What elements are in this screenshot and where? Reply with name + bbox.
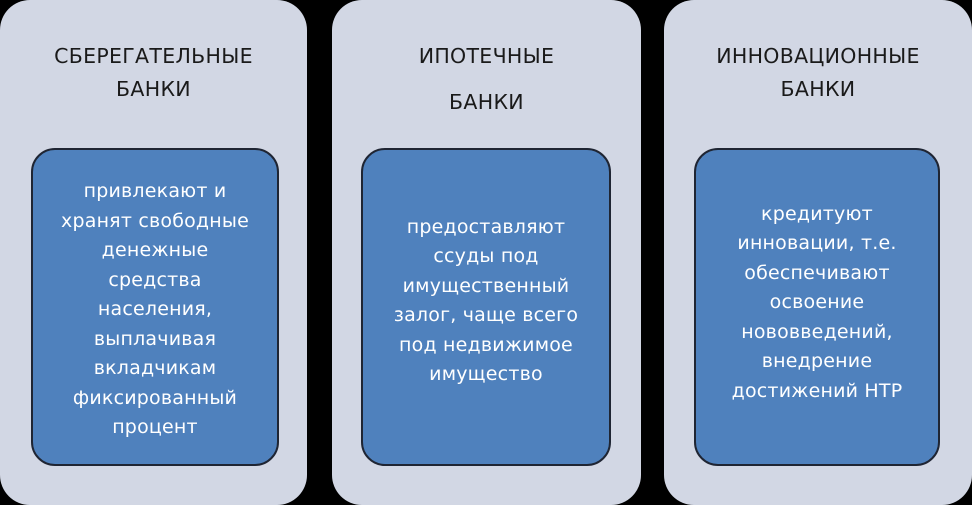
description-line: ссуды под [433, 245, 539, 267]
description-text: кредитуют инновации, т.е. обеспечивают о… [732, 200, 903, 407]
description-line: предоставляют [406, 215, 566, 238]
title-line: БАНКИ [116, 77, 191, 101]
description-card: кредитуют инновации, т.е. обеспечивают о… [694, 148, 940, 466]
description-line: имущественный [402, 274, 570, 297]
description-line: фиксированный [72, 386, 238, 409]
column-title: СБЕРЕГАТЕЛЬНЫЕ БАНКИ [0, 40, 307, 106]
description-text: предоставляют ссуды под имущественный за… [394, 213, 578, 390]
description-line: средства [108, 268, 202, 291]
description-line: нововведений, [741, 320, 893, 343]
title-line: ИПОТЕЧНЫЕ [418, 44, 555, 68]
description-line: выплачивая [93, 327, 217, 350]
description-line: имущество [429, 363, 543, 385]
description-line: привлекают и [83, 180, 227, 203]
description-line: залог, чаще всего [393, 304, 579, 326]
description-text: привлекают и хранят свободные денежные с… [61, 177, 249, 443]
description-line: достижений НТР [731, 379, 903, 402]
description-line: населения, [97, 298, 213, 321]
title-line: СБЕРЕГАТЕЛЬНЫЕ [54, 44, 253, 68]
description-line: вкладчикам [93, 357, 217, 380]
description-line: внедрение [761, 350, 873, 373]
description-line: денежные [101, 239, 209, 262]
column-title: ИПОТЕЧНЫЕ БАНКИ [332, 33, 641, 125]
column-innovation-banks: ИННОВАЦИОННЫЕ БАНКИ кредитуют инновации,… [664, 0, 972, 505]
description-card: привлекают и хранят свободные денежные с… [31, 148, 279, 466]
title-line: ИННОВАЦИОННЫЕ [716, 44, 920, 68]
description-line: под недвижимое [399, 333, 573, 356]
column-savings-banks: СБЕРЕГАТЕЛЬНЫЕ БАНКИ привлекают и хранят… [0, 0, 307, 505]
description-line: освоение [769, 291, 865, 314]
title-line: БАНКИ [780, 77, 856, 101]
title-line: БАНКИ [449, 90, 524, 114]
description-line: процент [112, 416, 198, 439]
description-line: обеспечивают [744, 261, 890, 284]
column-mortgage-banks: ИПОТЕЧНЫЕ БАНКИ предоставляют ссуды под … [332, 0, 641, 505]
description-card: предоставляют ссуды под имущественный за… [361, 148, 611, 466]
description-line: инновации, т.е. [737, 232, 897, 255]
description-line: кредитуют [761, 202, 873, 225]
column-title: ИННОВАЦИОННЫЕ БАНКИ [664, 40, 972, 106]
description-line: хранят свободные [61, 209, 249, 232]
